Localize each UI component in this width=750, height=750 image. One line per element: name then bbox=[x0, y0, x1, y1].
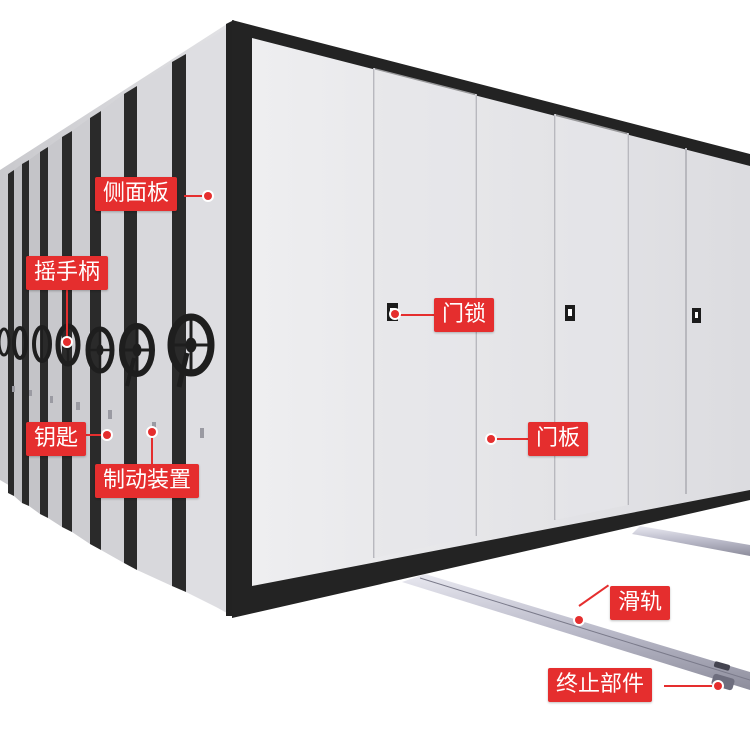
callout-line-hand-crank bbox=[66, 290, 68, 342]
door-area bbox=[252, 38, 750, 586]
callout-dot-door-lock bbox=[391, 310, 399, 318]
label-door-panel: 门板 bbox=[528, 422, 589, 456]
label-key: 钥匙 bbox=[26, 422, 87, 456]
callout-dot-key bbox=[103, 431, 111, 439]
front-cabinet bbox=[232, 20, 750, 618]
callout-line-key bbox=[84, 434, 106, 436]
key-icon bbox=[12, 386, 204, 438]
callout-dot-side-panel bbox=[204, 192, 212, 200]
rail-front bbox=[402, 574, 750, 690]
label-side-panel: 侧面板 bbox=[95, 177, 178, 211]
rails bbox=[402, 526, 750, 691]
callout-dot-hand-crank bbox=[63, 338, 71, 346]
callout-dot-end-stop bbox=[714, 682, 722, 690]
label-brake: 制动装置 bbox=[95, 464, 200, 498]
label-rail: 滑轨 bbox=[610, 586, 671, 620]
rail-back bbox=[632, 526, 750, 556]
callout-dot-rail bbox=[575, 616, 583, 624]
label-door-lock: 门锁 bbox=[434, 298, 495, 332]
label-hand-crank: 摇手柄 bbox=[26, 256, 109, 290]
crank-wheel-icon bbox=[0, 313, 215, 388]
callout-line-side-panel bbox=[184, 195, 208, 197]
callout-line-brake bbox=[151, 432, 153, 464]
callout-line-end-stop bbox=[664, 685, 718, 687]
rail-end-stop bbox=[713, 661, 731, 671]
callout-line-door-panel bbox=[490, 438, 528, 440]
callout-dot-door-panel bbox=[487, 435, 495, 443]
callout-line-door-lock bbox=[395, 314, 435, 316]
callout-dot-brake bbox=[148, 428, 156, 436]
label-end-stop: 终止部件 bbox=[548, 668, 653, 702]
